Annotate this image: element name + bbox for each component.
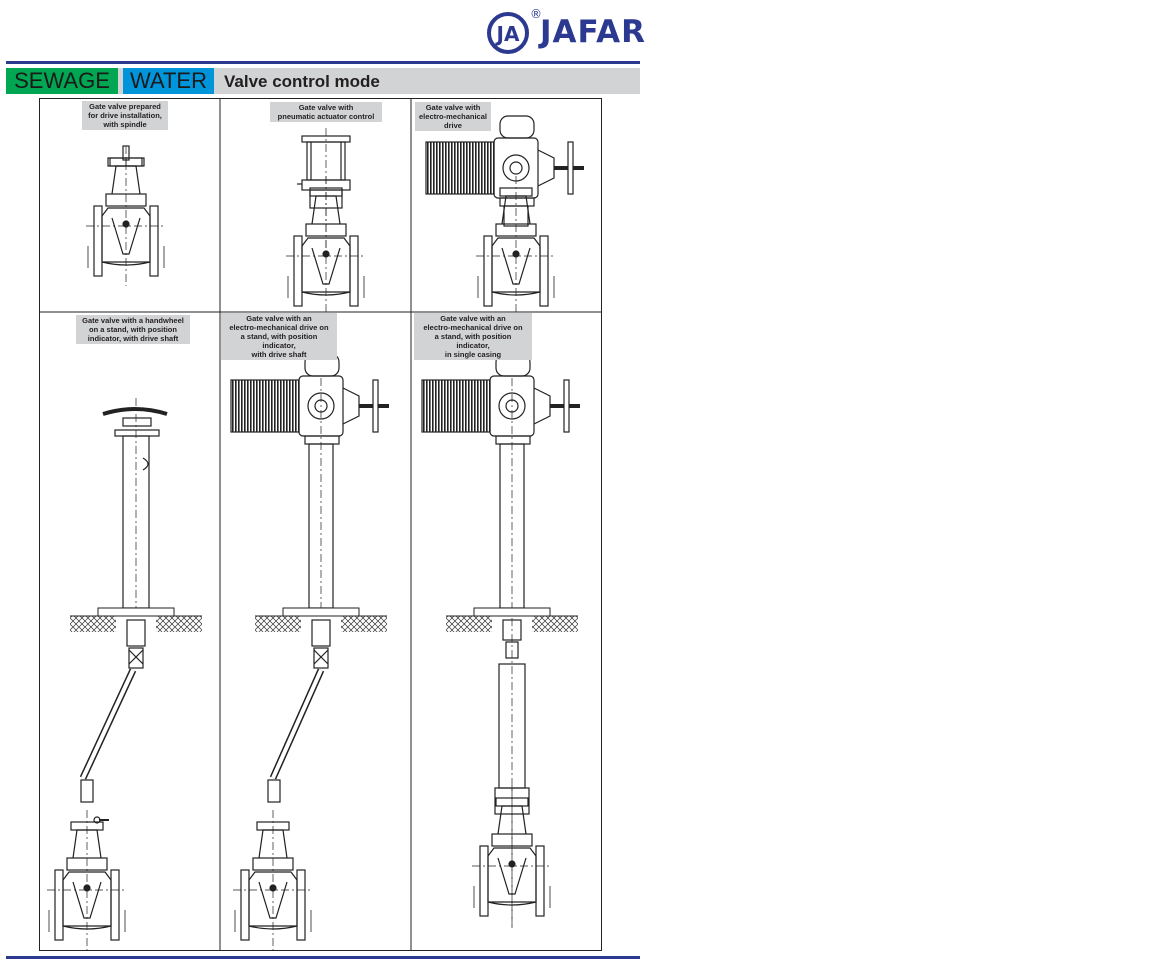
drawing-em-drive-single-casing	[420, 352, 582, 928]
tag-water: WATER	[123, 68, 214, 94]
drawing-electro-mechanical-drive	[424, 114, 586, 317]
caption-panel-4: Gate valve with a handwheel on a stand, …	[76, 315, 190, 344]
valve-drawings-grid	[39, 98, 602, 951]
jafar-logo-icon: JA	[487, 12, 529, 54]
drawing-valve-with-spindle	[85, 145, 167, 287]
section-title: Valve control mode	[224, 72, 380, 91]
caption-panel-5: Gate valve with an electro-mechanical dr…	[221, 313, 337, 360]
drawing-pneumatic-actuator	[285, 128, 367, 317]
brand-name: JAFAR	[540, 14, 647, 50]
caption-panel-3: Gate valve with electro-mechanical drive	[415, 102, 491, 131]
registered-mark: ®	[530, 7, 542, 21]
drawing-handwheel-stand	[46, 398, 203, 951]
footer-divider	[6, 956, 640, 959]
caption-panel-1: Gate valve prepared for drive installati…	[82, 101, 168, 130]
tag-sewage: SEWAGE	[6, 68, 118, 94]
logo-monogram: JA	[495, 22, 520, 46]
caption-panel-2: Gate valve with pneumatic actuator contr…	[270, 102, 382, 122]
drawing-em-drive-stand-shaft	[229, 352, 391, 951]
caption-panel-6: Gate valve with an electro-mechanical dr…	[414, 313, 532, 360]
header-divider	[6, 61, 640, 64]
